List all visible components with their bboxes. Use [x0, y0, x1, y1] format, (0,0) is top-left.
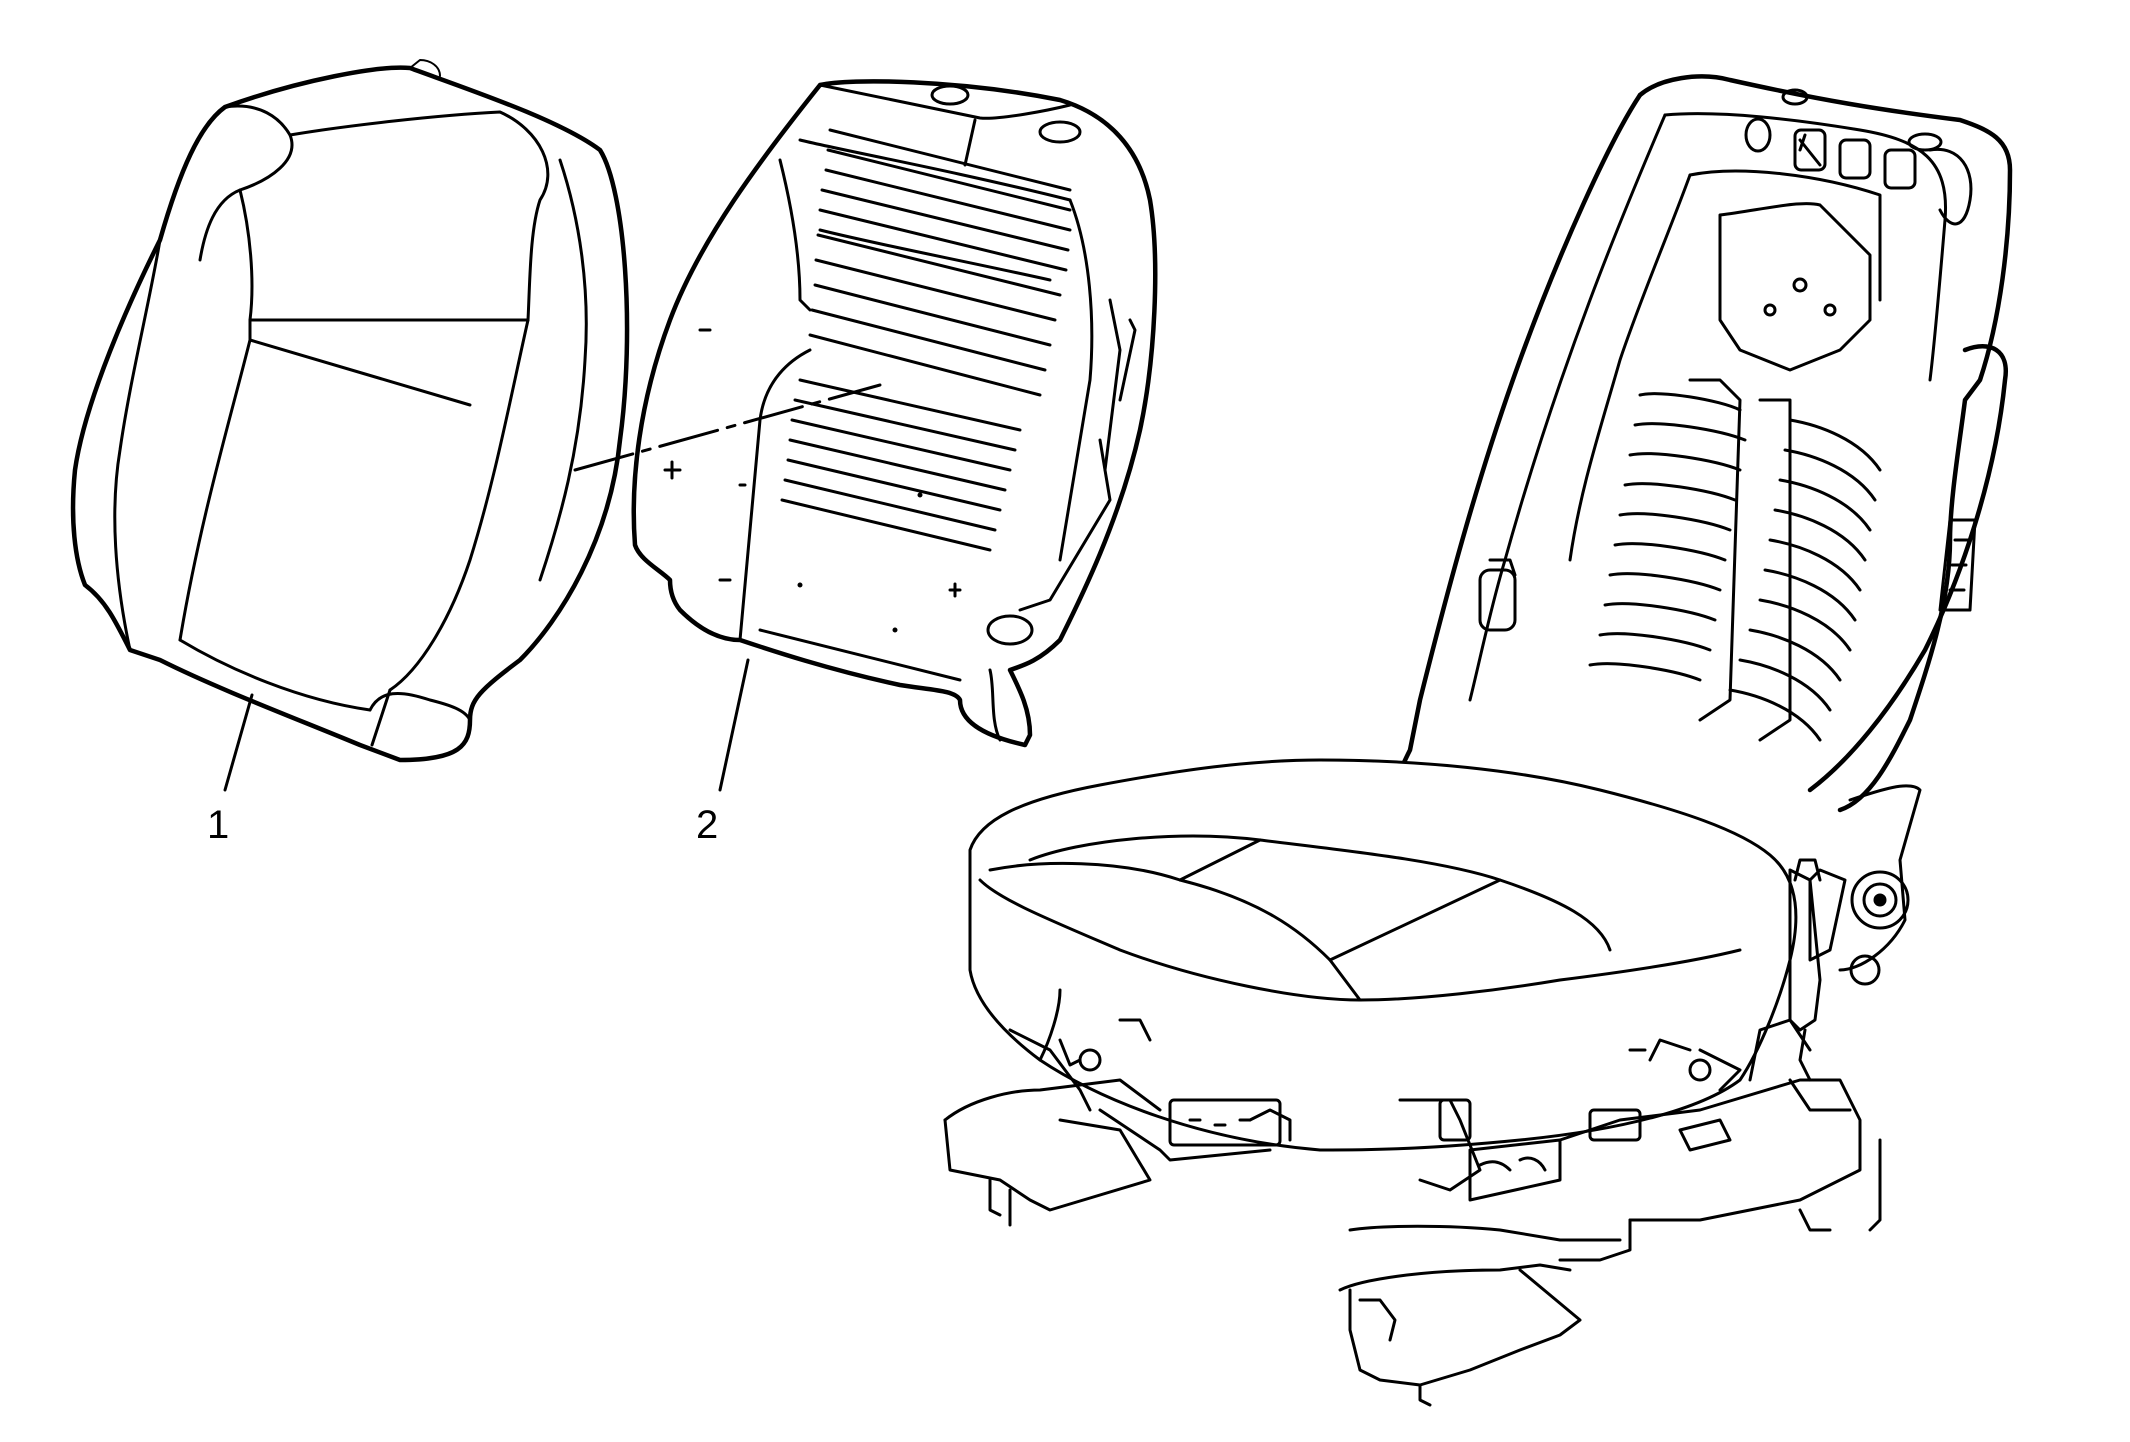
seat-adjuster-base [943, 1018, 1882, 1407]
seatback-cover-part-1 [70, 59, 630, 763]
recliner-mechanism [1808, 784, 1922, 986]
alignment-marks [663, 328, 962, 633]
seatback-suspension-springs [1588, 392, 1882, 742]
callout-1: 1 [207, 693, 254, 847]
callout-2-label: 2 [696, 803, 718, 847]
vent-slats-upper [808, 128, 1072, 397]
seatback-panel-part-2 [631, 79, 1158, 748]
vent-slats-lower [780, 378, 1022, 552]
callout-2: 2 [696, 658, 750, 847]
seat-assembly [943, 74, 2013, 1407]
headrest-mount-features [1744, 88, 1973, 226]
callout-1-label: 1 [207, 803, 229, 847]
assembly-alignment-line [573, 383, 882, 472]
seat-cushion [968, 758, 1798, 1152]
